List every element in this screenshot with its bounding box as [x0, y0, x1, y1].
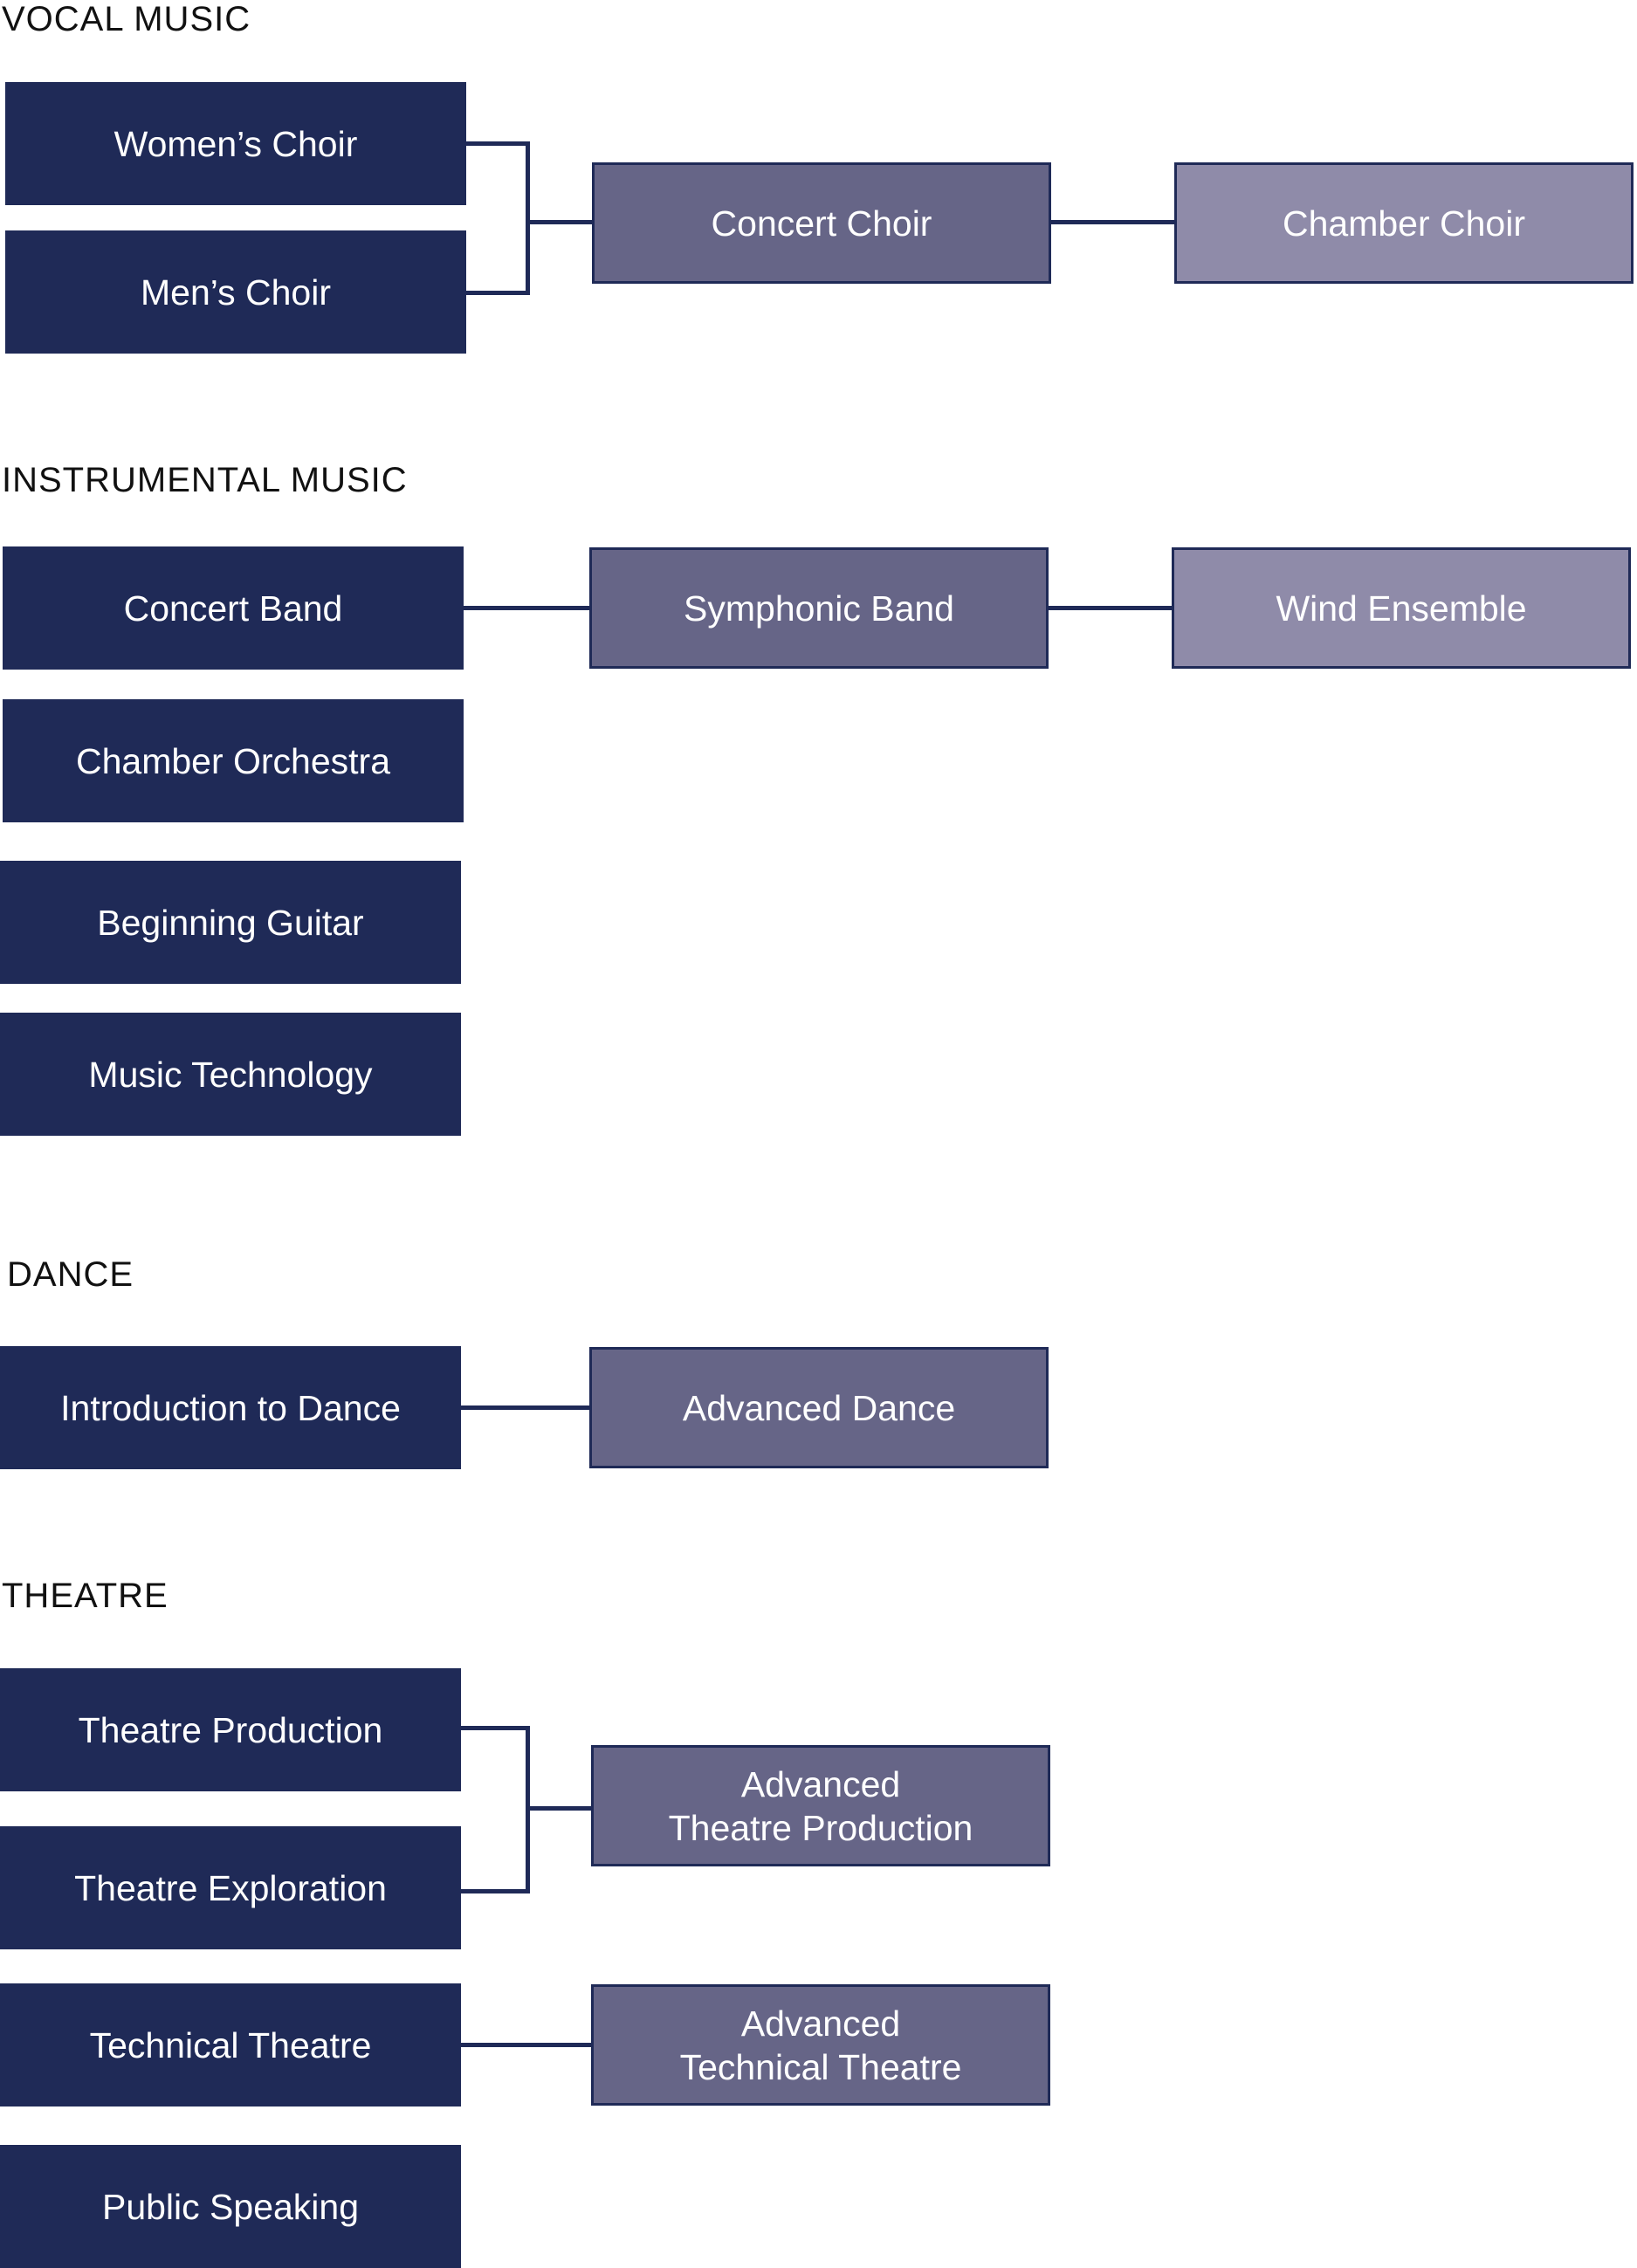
course-label: Symphonic Band — [684, 588, 954, 629]
course-beginning-guitar: Beginning Guitar — [0, 861, 461, 984]
course-label: Concert Choir — [711, 203, 932, 244]
course-introduction-to-dance: Introduction to Dance — [0, 1346, 461, 1469]
course-womens-choir: Women’s Choir — [5, 82, 466, 205]
section-heading-vocal-music: VOCAL MUSIC — [2, 0, 251, 38]
course-technical-theatre: Technical Theatre — [0, 1983, 461, 2106]
connector-line — [526, 141, 530, 295]
course-label: Music Technology — [88, 1054, 373, 1095]
section-heading-dance: DANCE — [7, 1255, 134, 1294]
course-label: Men’s Choir — [141, 271, 331, 313]
course-chamber-choir: Chamber Choir — [1174, 162, 1634, 284]
course-label: Advanced Dance — [682, 1387, 956, 1428]
connector-line — [526, 1806, 591, 1811]
connector-line — [526, 220, 592, 224]
course-label: Advanced Theatre Production — [668, 1763, 973, 1848]
course-label: Public Speaking — [101, 2186, 360, 2227]
course-label: Beginning Guitar — [97, 902, 364, 943]
course-label: Chamber Choir — [1283, 203, 1525, 244]
course-label: Theatre Exploration — [74, 1867, 387, 1908]
section-heading-instrumental-music: INSTRUMENTAL MUSIC — [2, 461, 408, 499]
course-label: Women’s Choir — [113, 123, 358, 164]
course-label: Advanced Technical Theatre — [679, 2003, 962, 2087]
connector-line — [1051, 220, 1174, 224]
connector-line — [461, 2043, 591, 2047]
course-music-technology: Music Technology — [0, 1013, 461, 1136]
course-label: Theatre Production — [78, 1709, 383, 1750]
course-label: Concert Band — [123, 588, 343, 629]
course-chamber-orchestra: Chamber Orchestra — [3, 699, 464, 822]
connector-line — [461, 1889, 529, 1893]
course-theatre-exploration: Theatre Exploration — [0, 1826, 461, 1949]
course-mens-choir: Men’s Choir — [5, 230, 466, 354]
connector-line — [1049, 606, 1172, 610]
course-advanced-technical-theatre: Advanced Technical Theatre — [591, 1984, 1050, 2106]
course-label: Chamber Orchestra — [75, 740, 390, 781]
course-label: Technical Theatre — [89, 2024, 372, 2065]
course-concert-band: Concert Band — [3, 546, 464, 670]
course-advanced-dance: Advanced Dance — [589, 1347, 1049, 1468]
course-theatre-production: Theatre Production — [0, 1668, 461, 1791]
connector-line — [461, 1405, 589, 1410]
course-public-speaking: Public Speaking — [0, 2145, 461, 2268]
course-symphonic-band: Symphonic Band — [589, 547, 1049, 669]
connector-line — [461, 1726, 529, 1730]
course-advanced-theatre-production: Advanced Theatre Production — [591, 1745, 1050, 1866]
course-wind-ensemble: Wind Ensemble — [1172, 547, 1631, 669]
connector-line — [464, 606, 589, 610]
section-heading-theatre: THEATRE — [2, 1577, 169, 1615]
course-concert-choir: Concert Choir — [592, 162, 1051, 284]
connector-line — [466, 291, 529, 295]
course-label: Introduction to Dance — [60, 1387, 401, 1428]
course-label: Wind Ensemble — [1276, 588, 1527, 629]
connector-line — [466, 141, 529, 146]
